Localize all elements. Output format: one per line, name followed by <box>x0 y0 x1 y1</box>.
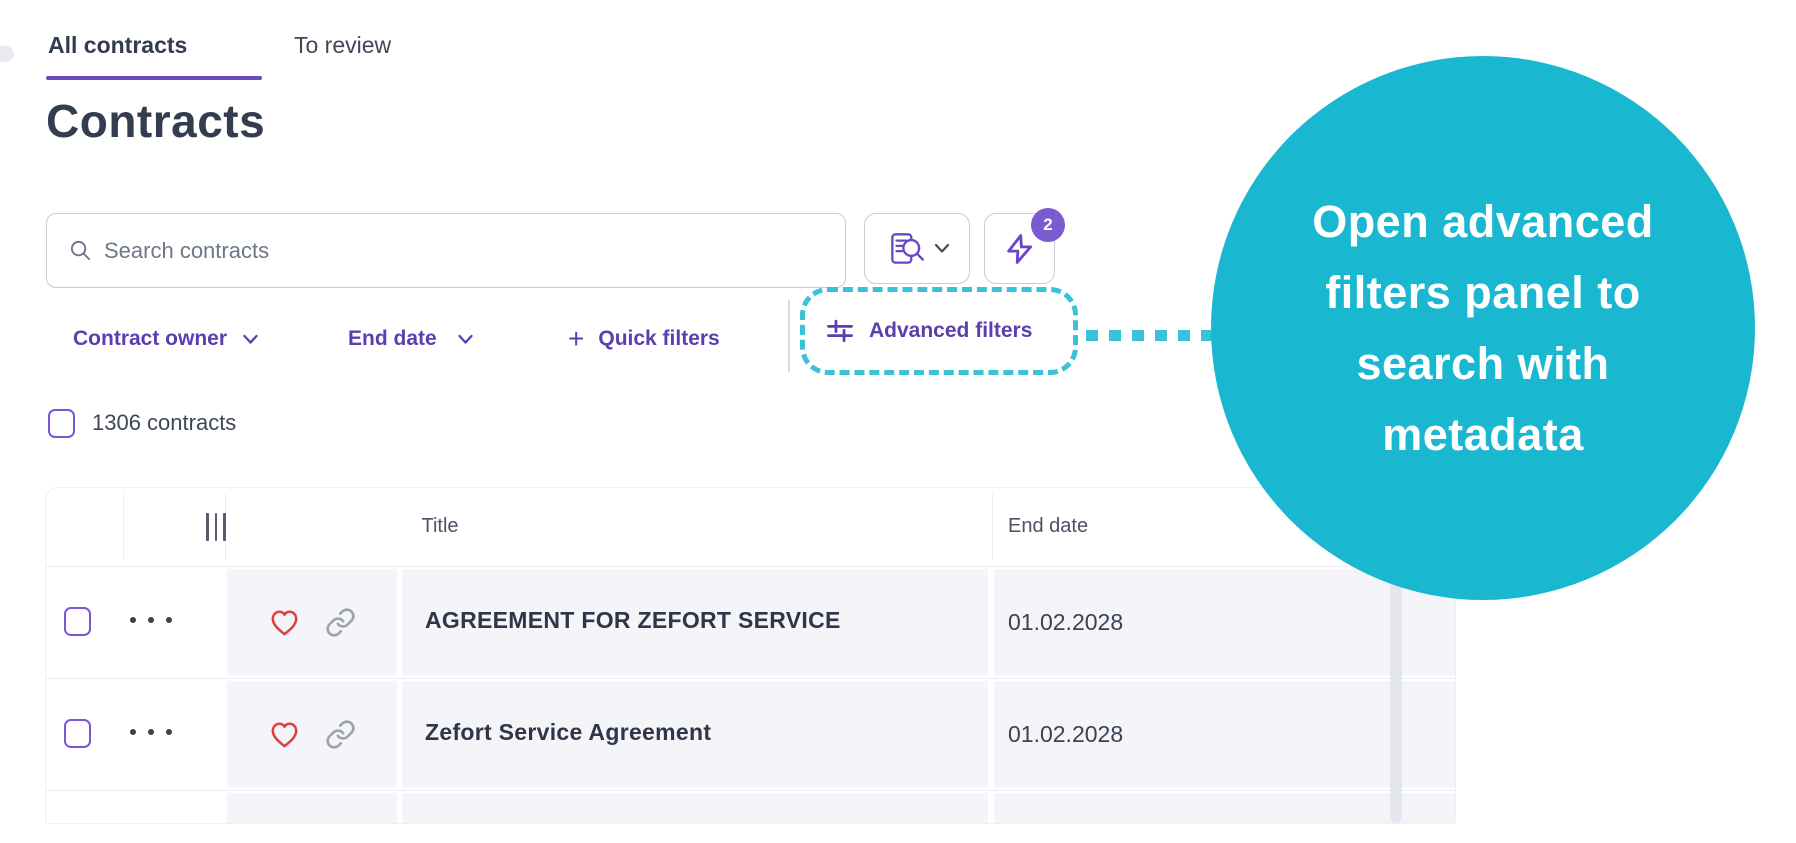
row-divider <box>46 790 1455 791</box>
favorite-heart-icon[interactable] <box>268 718 301 751</box>
row-checkbox[interactable] <box>64 607 91 636</box>
chevron-down-icon <box>934 243 950 254</box>
advanced-filters-button[interactable]: Advanced filters <box>800 287 1078 375</box>
callout-connector <box>1086 330 1212 341</box>
row-title-cell: AGREEMENT FOR ZEFORT SERVICE <box>402 569 988 675</box>
search-box[interactable] <box>46 213 846 288</box>
row-date-cell: 01.02.2028 <box>994 681 1455 787</box>
table-header: Title End date <box>46 488 1455 566</box>
contracts-count: 1306 contracts <box>92 410 237 435</box>
advanced-filters-label: Advanced filters <box>869 319 1033 342</box>
row-icons-cell <box>227 793 397 823</box>
row-date-cell <box>994 793 1455 823</box>
callout-text-line: Open advanced <box>1312 196 1654 247</box>
quick-filters-button[interactable]: + Quick filters <box>568 320 720 358</box>
favorite-heart-icon[interactable] <box>268 606 301 639</box>
filter-contract-owner-label: Contract owner <box>73 327 228 350</box>
row-actions-menu[interactable] <box>130 729 172 735</box>
filter-divider <box>788 300 790 372</box>
link-icon[interactable] <box>325 607 356 638</box>
drag-handle-icon[interactable] <box>196 513 236 541</box>
row-actions-menu[interactable] <box>130 617 172 623</box>
filter-end-date[interactable]: End date <box>348 320 474 358</box>
lightning-icon <box>1003 232 1037 266</box>
row-icons-cell <box>227 681 397 787</box>
header-divider <box>992 494 993 560</box>
filter-end-date-label: End date <box>348 327 437 350</box>
chevron-down-icon <box>242 334 259 345</box>
callout-text-line: search with <box>1356 338 1610 389</box>
search-icon <box>69 239 92 262</box>
sliders-icon <box>825 316 855 346</box>
row-checkbox[interactable] <box>64 719 91 748</box>
contract-end-date: 01.02.2028 <box>1008 609 1124 635</box>
column-header-end-date[interactable]: End date <box>1008 515 1089 537</box>
plus-icon: + <box>568 323 585 354</box>
table-row[interactable]: AGREEMENT FOR ZEFORT SERVICE 01.02.2028 <box>46 567 1455 677</box>
link-icon[interactable] <box>325 719 356 750</box>
callout-text-line: metadata <box>1382 409 1584 460</box>
table-row <box>46 791 1455 823</box>
page-title: Contracts <box>46 95 266 147</box>
quick-actions-button[interactable] <box>984 213 1055 284</box>
row-date-cell: 01.02.2028 <box>994 569 1455 675</box>
chevron-down-icon <box>457 334 474 345</box>
contracts-table: Title End date AGREEMENT FOR Z <box>46 488 1455 823</box>
tab-to-review[interactable]: To review <box>294 32 392 58</box>
search-options-button[interactable] <box>864 213 970 284</box>
contract-end-date: 01.02.2028 <box>1008 721 1124 747</box>
quick-actions-count-badge: 2 <box>1031 208 1065 242</box>
contract-title[interactable]: Zefort Service Agreement <box>425 719 712 745</box>
quick-filters-label: Quick filters <box>598 327 720 350</box>
tab-all-contracts[interactable]: All contracts <box>48 32 188 58</box>
row-divider <box>46 566 1455 567</box>
active-tab-underline <box>46 76 262 80</box>
callout-bubble: Open advanced filters panel to search wi… <box>1211 56 1755 600</box>
row-divider <box>46 678 1455 679</box>
row-title-cell <box>402 793 988 823</box>
column-header-title[interactable]: Title <box>421 515 459 537</box>
select-all-checkbox[interactable] <box>48 409 75 438</box>
contract-title[interactable]: AGREEMENT FOR ZEFORT SERVICE <box>425 607 841 633</box>
row-icons-cell <box>227 569 397 675</box>
callout-text-line: filters panel to <box>1325 267 1641 318</box>
cropped-ui-fragment <box>0 46 14 62</box>
table-row[interactable]: Zefort Service Agreement 01.02.2028 <box>46 679 1455 789</box>
search-input[interactable] <box>104 237 804 264</box>
row-title-cell: Zefort Service Agreement <box>402 681 988 787</box>
document-search-icon <box>885 230 927 268</box>
filter-contract-owner[interactable]: Contract owner <box>73 320 259 358</box>
header-divider <box>123 494 124 560</box>
